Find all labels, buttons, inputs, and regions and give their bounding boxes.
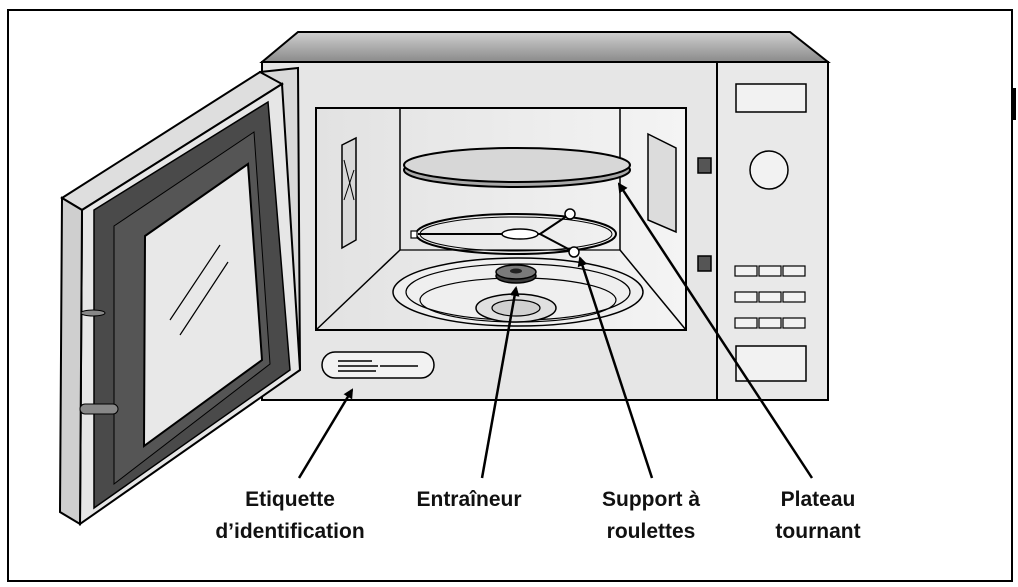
- leader-arrows: [297, 182, 814, 479]
- label-plateau-line2: tournant: [775, 520, 860, 543]
- control-keypad: [734, 265, 806, 329]
- identification-plate: [321, 351, 435, 379]
- door-hinge-lower: [79, 403, 119, 415]
- door-hinge-upper: [80, 309, 106, 317]
- control-display: [735, 83, 807, 113]
- cavity-vent-right: [647, 132, 677, 234]
- arrow-plateau: [617, 182, 814, 479]
- arrow-etiquette: [297, 388, 354, 479]
- coupler-hub: [495, 264, 537, 284]
- cavity-vent-left: [341, 136, 357, 250]
- label-etiquette-line1: Etiquette: [245, 488, 335, 511]
- control-dial: [749, 150, 789, 190]
- roller-support: [410, 208, 617, 258]
- label-entraineur: Entraîneur: [416, 488, 521, 511]
- microwave-top-panel: [259, 31, 831, 63]
- turntable-plate: [403, 147, 631, 188]
- control-panel: [716, 61, 829, 401]
- open-door: [58, 66, 302, 526]
- arrow-support: [577, 256, 654, 479]
- door-latch-slot-lower: [697, 255, 712, 272]
- label-support-line2: roulettes: [607, 520, 696, 543]
- label-etiquette-line2: d’identification: [215, 520, 364, 543]
- label-support-line1: Support à: [602, 488, 700, 511]
- control-bottom-panel: [735, 345, 807, 382]
- arrow-entraineur: [480, 286, 520, 479]
- door-latch-slot-upper: [697, 157, 712, 174]
- label-plateau-line1: Plateau: [781, 488, 856, 511]
- edge-mark: [1012, 88, 1016, 120]
